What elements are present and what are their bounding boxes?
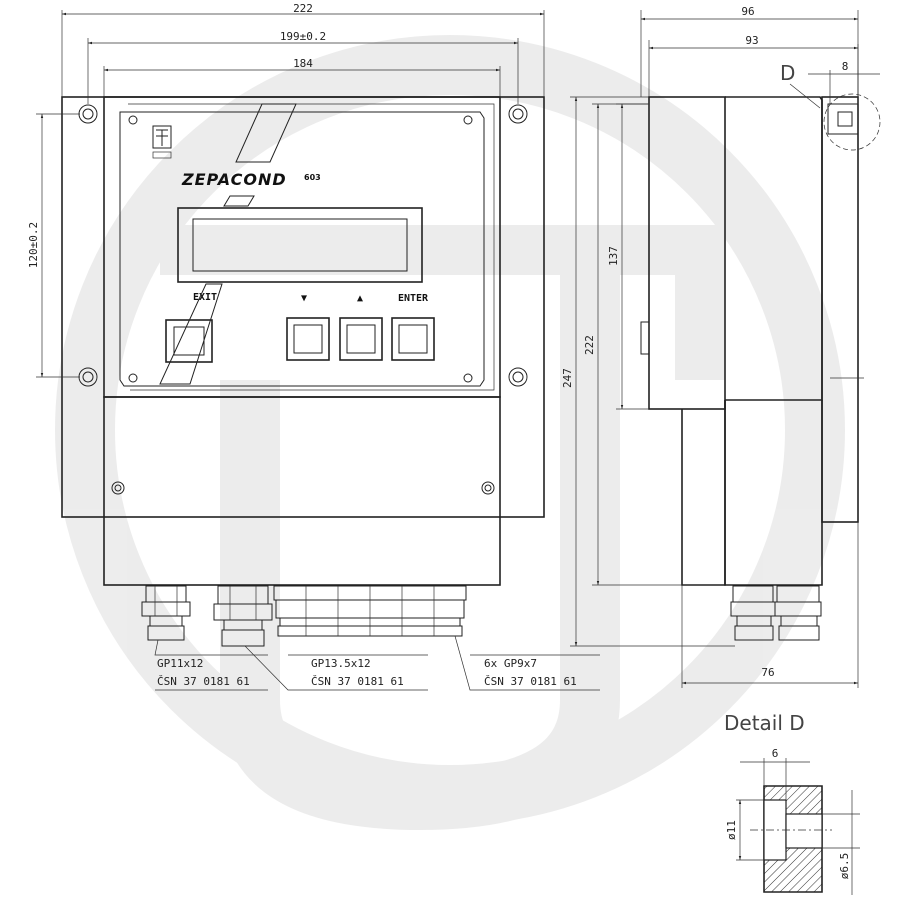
dimension-247: 247 xyxy=(561,96,735,647)
watermark-logo xyxy=(55,35,845,831)
dimension-93: 93 xyxy=(648,34,859,97)
detail-d-circle xyxy=(823,93,881,151)
svg-text:8: 8 xyxy=(842,60,849,73)
dimension-137: 137 xyxy=(607,103,649,410)
mounting-hole-br xyxy=(508,367,528,387)
screw-icon xyxy=(128,115,138,125)
exit-label: EXIT xyxy=(193,292,217,303)
ribbon-strip xyxy=(235,103,297,163)
side-back-plate xyxy=(821,96,859,523)
manufacturer-logo xyxy=(152,125,172,159)
side-view: D 96 93 8 xyxy=(561,5,881,688)
screw-icon xyxy=(111,481,125,495)
svg-text:93: 93 xyxy=(745,34,758,47)
svg-text:222: 222 xyxy=(293,2,313,15)
svg-text:120±0.2: 120±0.2 xyxy=(27,222,40,268)
dimension-199: 199±0.2 xyxy=(87,30,519,104)
brand-name: ZEPACOND xyxy=(181,170,287,189)
gland2-std: ČSN 37 0181 61 xyxy=(311,675,404,688)
side-tab xyxy=(640,321,650,355)
detail-dim-11: ø11 xyxy=(725,820,738,840)
front-view: ZEPACOND 603 EXIT ▼ ▲ ENTER xyxy=(27,2,600,691)
gland3-std: ČSN 37 0181 61 xyxy=(484,675,577,688)
dimension-8: 8 xyxy=(808,60,880,104)
screw-icon xyxy=(481,481,495,495)
svg-text:247: 247 xyxy=(561,368,574,388)
svg-text:199±0.2: 199±0.2 xyxy=(280,30,326,43)
lcd-display xyxy=(177,207,423,283)
svg-text:184: 184 xyxy=(293,57,313,70)
gland1-type: GP11x12 xyxy=(157,657,203,670)
gland2-type: GP13.5x12 xyxy=(311,657,371,670)
detail-dim-65: ø6.5 xyxy=(838,853,851,880)
down-label: ▼ xyxy=(301,293,307,304)
gland1-std: ČSN 37 0181 61 xyxy=(157,675,250,688)
dimension-96: 96 xyxy=(640,5,859,97)
mounting-hole-tl xyxy=(78,104,98,124)
lcd-screen xyxy=(192,218,408,272)
down-button[interactable] xyxy=(286,317,330,361)
dimension-184: 184 xyxy=(103,57,501,97)
dimension-120: 120±0.2 xyxy=(27,113,80,378)
detail-marker: D xyxy=(780,61,795,85)
gland-gp13 xyxy=(213,585,273,647)
dimension-222-side: 222 xyxy=(583,103,682,586)
svg-text:76: 76 xyxy=(761,666,774,679)
detail-dim-6: 6 xyxy=(772,747,779,760)
front-panel xyxy=(119,111,485,387)
side-lower-body xyxy=(681,400,726,586)
svg-text:137: 137 xyxy=(607,246,620,266)
svg-text:96: 96 xyxy=(741,5,754,18)
screw-icon xyxy=(463,373,473,383)
enter-label: ENTER xyxy=(398,293,429,304)
up-label: ▲ xyxy=(357,293,363,304)
dimension-222: 222 xyxy=(61,2,545,97)
svg-text:222: 222 xyxy=(583,335,596,355)
mounting-hole-tr xyxy=(508,104,528,124)
screw-icon xyxy=(463,115,473,125)
detail-d-view: Detail D 6 ø11 ø6.5 xyxy=(724,711,860,895)
side-glands xyxy=(730,585,822,641)
gland-row-gp9 xyxy=(273,585,467,637)
enter-button[interactable] xyxy=(391,317,435,361)
screw-icon xyxy=(128,373,138,383)
up-button[interactable] xyxy=(339,317,383,361)
ribbon-strip-lower xyxy=(159,283,223,385)
housing-bottom xyxy=(103,396,501,586)
detail-title: Detail D xyxy=(724,711,805,735)
side-upper-body xyxy=(648,96,726,410)
brand-model: 603 xyxy=(304,173,321,182)
dimension-76: 76 xyxy=(681,522,859,688)
exit-button[interactable] xyxy=(165,319,213,363)
gland3-type: 6x GP9x7 xyxy=(484,657,537,670)
gland-gp11 xyxy=(141,585,191,641)
